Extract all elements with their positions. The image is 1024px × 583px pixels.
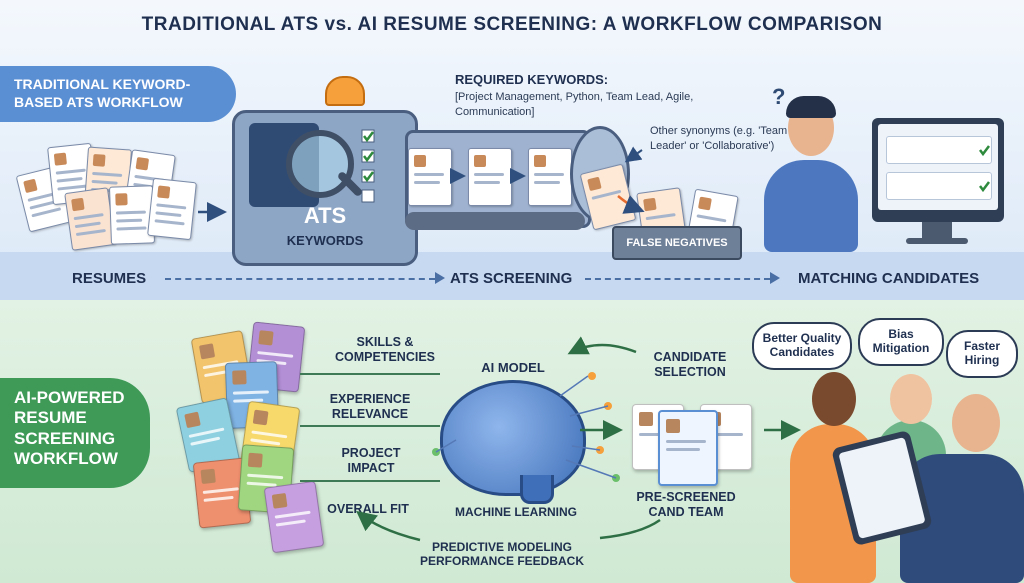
stage-ats-screening: ATS SCREENING	[450, 270, 573, 287]
reject-arrow-icon	[617, 195, 645, 214]
stage-connector	[165, 278, 435, 280]
resume-document	[528, 148, 572, 206]
arrow-icon	[435, 272, 445, 284]
checkmark-icon	[979, 145, 990, 193]
alarm-light-icon	[325, 76, 365, 106]
arrow-icon	[567, 336, 637, 355]
required-keywords-list: [Project Management, Python, Team Lead, …	[455, 91, 694, 118]
candidate-selection-label: CANDIDATE SELECTION	[653, 350, 727, 379]
criterion-connector	[300, 373, 440, 375]
question-mark-icon: ?	[772, 84, 785, 109]
benefit-bubble: Better Quality Candidates	[752, 322, 852, 370]
magnifier-icon	[286, 130, 354, 198]
required-keywords-title: REQUIRED KEYWORDS:	[455, 72, 609, 87]
conveyor-belt	[405, 212, 585, 230]
candidate-row	[886, 136, 992, 164]
ai-model-label: AI MODEL	[481, 360, 545, 375]
criterion-connector	[300, 480, 440, 482]
candidate-row	[886, 172, 992, 200]
brain-icon	[440, 380, 586, 496]
criterion-project-impact: PROJECT IMPACT	[341, 446, 401, 475]
network-node	[588, 372, 596, 380]
stage-band	[0, 252, 1024, 300]
stage-matching-candidates: MATCHING CANDIDATES	[798, 270, 980, 287]
ats-machine-label: ATS	[303, 203, 347, 228]
synonyms-note: Other synonyms (e.g. 'Team Leader' or 'C…	[650, 125, 788, 152]
feedback-label: PREDICTIVE MODELING PERFORMANCE FEEDBACK	[419, 540, 584, 569]
resume-document	[408, 148, 452, 206]
traditional-section-label: TRADITIONAL KEYWORD-BASED ATS WORKFLOW	[0, 66, 236, 122]
benefit-bubble: Bias Mitigation	[858, 318, 944, 366]
brain-stem	[520, 475, 554, 504]
benefit-bubble: Faster Hiring	[946, 330, 1018, 378]
ai-section-label: AI-POWERED RESUME SCREENING WORKFLOW	[0, 378, 150, 488]
machine-learning-label: MACHINE LEARNING	[455, 505, 577, 519]
monitor-base	[906, 238, 968, 244]
stage-connector	[585, 278, 770, 280]
criterion-experience: EXPERIENCE RELEVANCE	[329, 392, 411, 421]
feedback-arrow-icon	[356, 510, 421, 542]
false-negatives-tray: FALSE NEGATIVES	[612, 226, 742, 260]
feedback-arrow-icon	[599, 518, 661, 540]
criterion-skills: SKILLS & COMPETENCIES	[334, 335, 435, 364]
ats-machine-sublabel: KEYWORDS	[286, 233, 364, 248]
stage-resumes: RESUMES	[72, 270, 147, 287]
criterion-connector	[300, 425, 440, 427]
candidate-card	[658, 410, 718, 486]
monitor-stand	[922, 222, 952, 240]
criterion-overall-fit: OVERALL FIT	[327, 502, 409, 516]
candidate-monitor	[872, 118, 1004, 222]
arrow-icon	[624, 146, 643, 163]
network-link	[435, 375, 617, 479]
prescreened-team-label: PRE-SCREENED CAND TEAM	[636, 490, 736, 519]
checkmark-icon	[361, 129, 375, 203]
arrow-icon	[770, 272, 780, 284]
page-title: TRADITIONAL ATS vs. AI RESUME SCREENING:…	[141, 14, 883, 35]
